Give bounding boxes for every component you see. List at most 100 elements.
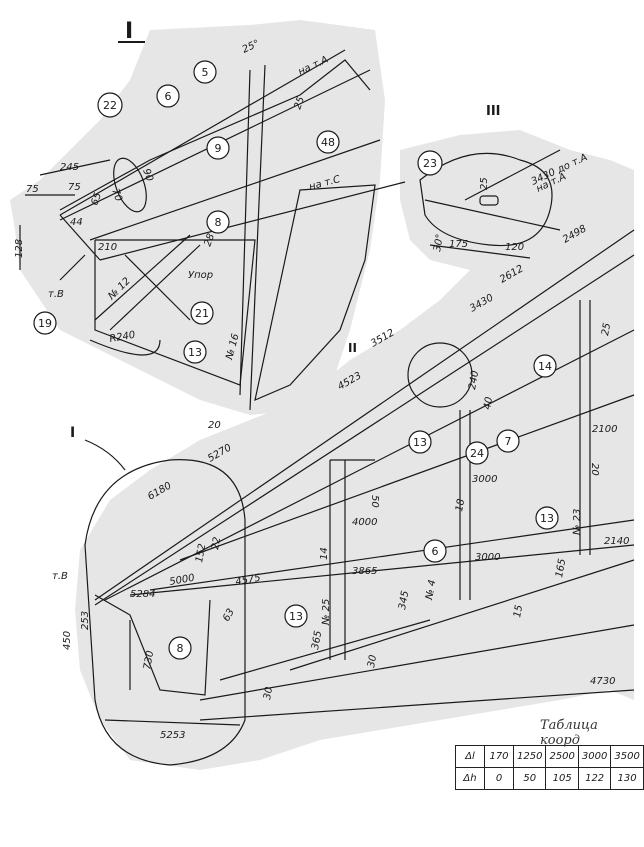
rail-line xyxy=(59,49,346,216)
dim: 44 xyxy=(70,217,83,228)
hatch-line xyxy=(124,254,191,321)
rail-line xyxy=(249,64,266,411)
main-rail xyxy=(219,619,431,681)
callout-5: 5 xyxy=(202,66,209,79)
callout-13b: 13 xyxy=(413,436,427,449)
dim: 175 xyxy=(449,239,468,250)
brace-line xyxy=(94,234,191,321)
callout-circle xyxy=(156,84,180,108)
dim: 730 xyxy=(142,650,156,671)
callout-21: 21 xyxy=(195,307,209,320)
dim: 25 xyxy=(600,322,613,336)
view-I-outline xyxy=(59,59,371,211)
dim: 15 xyxy=(512,604,525,618)
coordinate-table: Δl 170 1250 2500 3000 3500 Δh 0 50 105 1… xyxy=(455,745,644,790)
dim: 345 xyxy=(397,590,411,611)
callout-48: 48 xyxy=(321,136,335,149)
dim: 4730 xyxy=(590,676,615,687)
rail-line xyxy=(59,214,101,261)
callout-circle xyxy=(190,301,214,325)
callout-7: 7 xyxy=(505,435,512,448)
brace-line xyxy=(109,244,201,331)
dim: 50 xyxy=(369,495,380,508)
dim: 165 xyxy=(554,558,568,579)
dim-line xyxy=(59,254,86,281)
callout-13d: 13 xyxy=(289,610,303,623)
callout-19: 19 xyxy=(38,317,52,330)
arc-R240 xyxy=(89,339,161,356)
callout-circle xyxy=(417,150,443,176)
dim: 253 xyxy=(80,611,91,630)
callout-13c: 13 xyxy=(540,512,554,525)
dim: т.В xyxy=(48,289,64,300)
callout-circle xyxy=(316,130,340,154)
opening-outline xyxy=(254,184,376,402)
callout-14: 14 xyxy=(538,360,552,373)
main-rail xyxy=(179,394,635,561)
dim: 18 xyxy=(454,498,467,512)
view-III-outline xyxy=(419,152,553,247)
dim: 365 xyxy=(310,630,324,651)
callout-6: 6 xyxy=(165,90,172,103)
callout-circle xyxy=(193,60,217,84)
dim: 5284 xyxy=(130,589,155,600)
view-III-marker: III xyxy=(486,104,501,119)
table-row: Δh 0 50 105 122 130 xyxy=(455,767,644,790)
dim: 240 xyxy=(467,370,481,391)
dim: 22 xyxy=(210,536,223,550)
main-rail xyxy=(94,229,635,601)
dim: № 25 xyxy=(321,599,332,626)
main-rail xyxy=(94,254,635,606)
dim: 65 xyxy=(89,191,104,207)
dim: 30 xyxy=(366,654,379,668)
callout-circle xyxy=(33,311,57,335)
callout-13: 13 xyxy=(188,346,202,359)
rail-line xyxy=(99,181,406,261)
detail-circle xyxy=(407,342,473,408)
dim: 120 xyxy=(505,242,524,253)
view-I-circle xyxy=(84,459,246,766)
table-cell: 122 xyxy=(577,767,612,790)
callout-circle xyxy=(423,539,447,563)
table-cell: 105 xyxy=(545,767,579,790)
view-I-callout-arc xyxy=(84,439,126,471)
dim: 3000 xyxy=(475,552,500,563)
dim: 245 xyxy=(60,162,79,173)
callout-8: 8 xyxy=(215,216,222,229)
dim: № 23 xyxy=(572,509,583,536)
dim: 3000 xyxy=(472,474,497,485)
dim: Упор xyxy=(188,270,213,281)
dim: т.В xyxy=(52,571,68,582)
dim-line xyxy=(104,719,241,726)
callout-24: 24 xyxy=(470,447,484,460)
callout-circle xyxy=(496,429,520,453)
dim: 25 xyxy=(292,95,307,111)
dim-line xyxy=(464,149,561,201)
dim: 25 xyxy=(479,177,490,190)
main-rail xyxy=(129,544,635,596)
main-rail xyxy=(149,519,635,591)
dim-line xyxy=(424,199,561,231)
view-I-title: I xyxy=(125,19,133,44)
table-cell: 1250 xyxy=(512,745,547,768)
view-markers: I II III I xyxy=(70,19,501,441)
dim: 5253 xyxy=(160,730,185,741)
callout-22: 22 xyxy=(103,99,117,112)
callout-circle xyxy=(168,636,192,660)
rail-line xyxy=(89,139,381,241)
dim: № 4 xyxy=(424,579,438,602)
dim: 20 xyxy=(589,463,600,476)
table-cell: 3500 xyxy=(610,745,644,768)
table-cell: 50 xyxy=(512,767,547,790)
dim: 2140 xyxy=(604,536,629,547)
dim: 2100 xyxy=(592,424,617,435)
slot xyxy=(479,195,499,206)
dim: 75 xyxy=(26,184,39,195)
callout-circle xyxy=(284,604,308,628)
frame-outline xyxy=(94,594,211,696)
dim: 14 xyxy=(319,547,330,560)
callout-circle xyxy=(533,354,557,378)
coordinate-table-title: Таблица коорд xyxy=(540,718,598,748)
callout-23: 23 xyxy=(423,157,437,170)
